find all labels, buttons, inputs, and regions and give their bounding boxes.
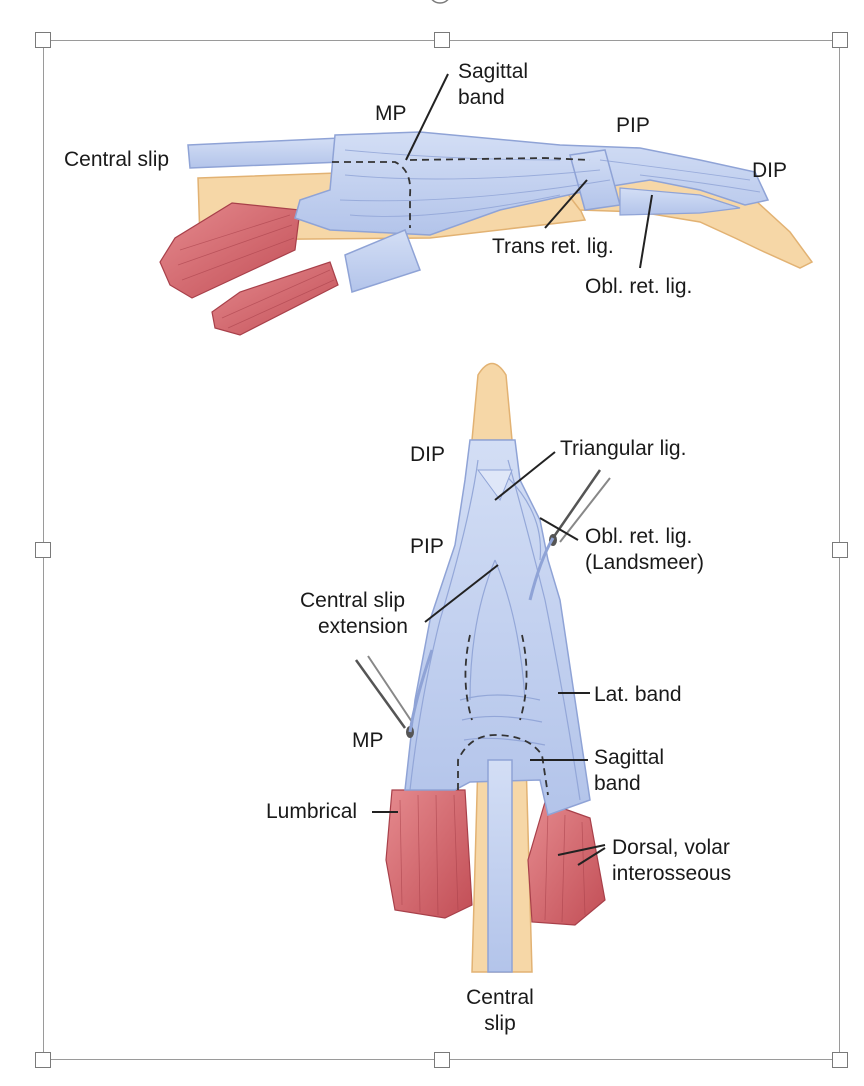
label-lumbrical: Lumbrical bbox=[266, 800, 358, 823]
lumbrical-muscle-dorsal bbox=[385, 789, 473, 919]
label-dip-bottom: DIP bbox=[410, 443, 446, 466]
extensor-hood-lateral bbox=[294, 131, 770, 236]
label-mp-bottom: MP bbox=[352, 729, 384, 752]
sagittal-band-dashed-outline bbox=[332, 161, 412, 228]
label-obl-ret-lig-bottom-line1: Obl. ret. lig. bbox=[585, 525, 693, 548]
label-triangular-lig: Triangular lig. bbox=[560, 437, 687, 460]
distal-phalanx-bone bbox=[471, 362, 513, 441]
resize-handle-bottom-right[interactable] bbox=[832, 1052, 848, 1068]
label-obl-ret-lig-top: Obl. ret. lig. bbox=[585, 275, 693, 298]
hood-dashed-outline bbox=[409, 157, 591, 161]
label-interosseous-line1: Dorsal, volar bbox=[612, 836, 730, 859]
label-central-slip-top: Central slip bbox=[64, 148, 170, 171]
label-central-slip-extension-line2: extension bbox=[318, 615, 408, 638]
label-sagittal-band-bottom-line2: band bbox=[594, 772, 641, 795]
central-slip-tendon-lateral bbox=[187, 137, 343, 169]
label-interosseous-line2: interosseous bbox=[612, 862, 732, 885]
resize-handle-bottom-middle[interactable] bbox=[434, 1052, 450, 1068]
label-central-slip-extension-line1: Central slip bbox=[300, 589, 406, 612]
forceps-left-icon bbox=[354, 655, 414, 738]
resize-handle-top-left[interactable] bbox=[35, 32, 51, 48]
resize-handle-bottom-left[interactable] bbox=[35, 1052, 51, 1068]
label-central-slip-bottom-line1: Central bbox=[466, 986, 534, 1009]
resize-handle-top-middle[interactable] bbox=[434, 32, 450, 48]
rotate-handle-icon[interactable] bbox=[423, 0, 457, 12]
label-pip-top: PIP bbox=[616, 114, 650, 137]
resize-handle-middle-left[interactable] bbox=[35, 542, 51, 558]
central-slip-tendon-dorsal bbox=[487, 759, 513, 973]
label-obl-ret-lig-bottom-line2: (Landsmeer) bbox=[585, 551, 705, 574]
sagittal-band-dashed-outline-dorsal bbox=[457, 734, 549, 796]
resize-handle-top-right[interactable] bbox=[832, 32, 848, 48]
label-central-slip-bottom-line2: slip bbox=[484, 1012, 516, 1035]
extensor-mechanism-dorsal bbox=[404, 439, 591, 816]
label-sagittal-band-top-line1: Sagittal bbox=[458, 60, 529, 83]
label-mp-top: MP bbox=[375, 102, 407, 125]
label-dip-top: DIP bbox=[752, 159, 788, 182]
label-trans-ret-lig: Trans ret. lig. bbox=[492, 235, 614, 258]
label-pip-bottom: PIP bbox=[410, 535, 444, 558]
triangular-ligament bbox=[477, 469, 513, 502]
label-lat-band: Lat. band bbox=[594, 683, 682, 706]
sagittal-band-strap-lateral bbox=[344, 229, 421, 293]
resize-handle-middle-right[interactable] bbox=[832, 542, 848, 558]
central-slip-dashed-outline bbox=[464, 634, 528, 721]
label-sagittal-band-bottom-line1: Sagittal bbox=[594, 746, 665, 769]
dorsal-view bbox=[354, 362, 611, 973]
interosseous-muscle-dorsal bbox=[527, 801, 606, 926]
label-sagittal-band-top-line2: band bbox=[458, 86, 505, 109]
lateral-view bbox=[159, 73, 814, 336]
